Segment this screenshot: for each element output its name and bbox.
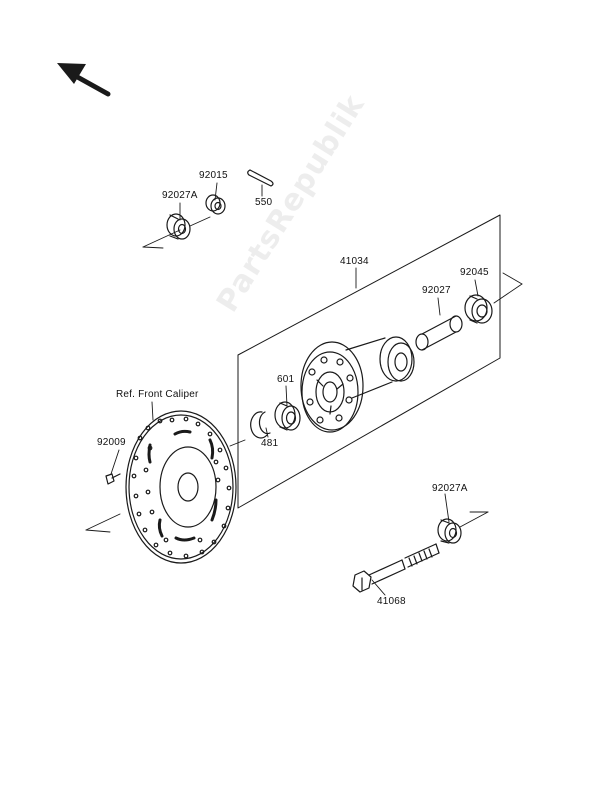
label-92027: 92027 — [422, 285, 451, 296]
axle-41068-icon — [352, 543, 440, 593]
label-550: 550 — [255, 197, 273, 208]
nut-92015-icon — [205, 194, 226, 215]
label-92045: 92045 — [460, 267, 489, 278]
label-601: 601 — [277, 374, 295, 385]
label-41068: 41068 — [377, 596, 406, 607]
assembly-box — [237, 214, 501, 509]
label-92027a-bottom: 92027A — [432, 483, 468, 494]
bearing-601-icon — [274, 401, 301, 431]
hub-41034-icon — [300, 336, 415, 433]
label-92009: 92009 — [97, 437, 126, 448]
cotter-pin-550-icon — [247, 169, 274, 187]
label-ref-front-caliper: Ref. Front Caliper — [116, 389, 199, 400]
collar-92027a-top-icon — [166, 213, 191, 240]
label-92027a-top: 92027A — [162, 190, 198, 201]
axis-lines — [85, 216, 523, 533]
collar-92027a-bottom-icon — [437, 518, 462, 544]
label-481: 481 — [261, 438, 279, 449]
screw-92009-icon — [105, 473, 121, 485]
circlip-481-icon — [250, 411, 271, 439]
spacer-tube-92027-icon — [415, 315, 463, 351]
direction-arrow-icon — [57, 63, 111, 97]
brake-disc-icon — [125, 410, 237, 564]
label-41034: 41034 — [340, 256, 369, 267]
bearing-92045-icon — [464, 294, 493, 324]
label-92015: 92015 — [199, 170, 228, 181]
